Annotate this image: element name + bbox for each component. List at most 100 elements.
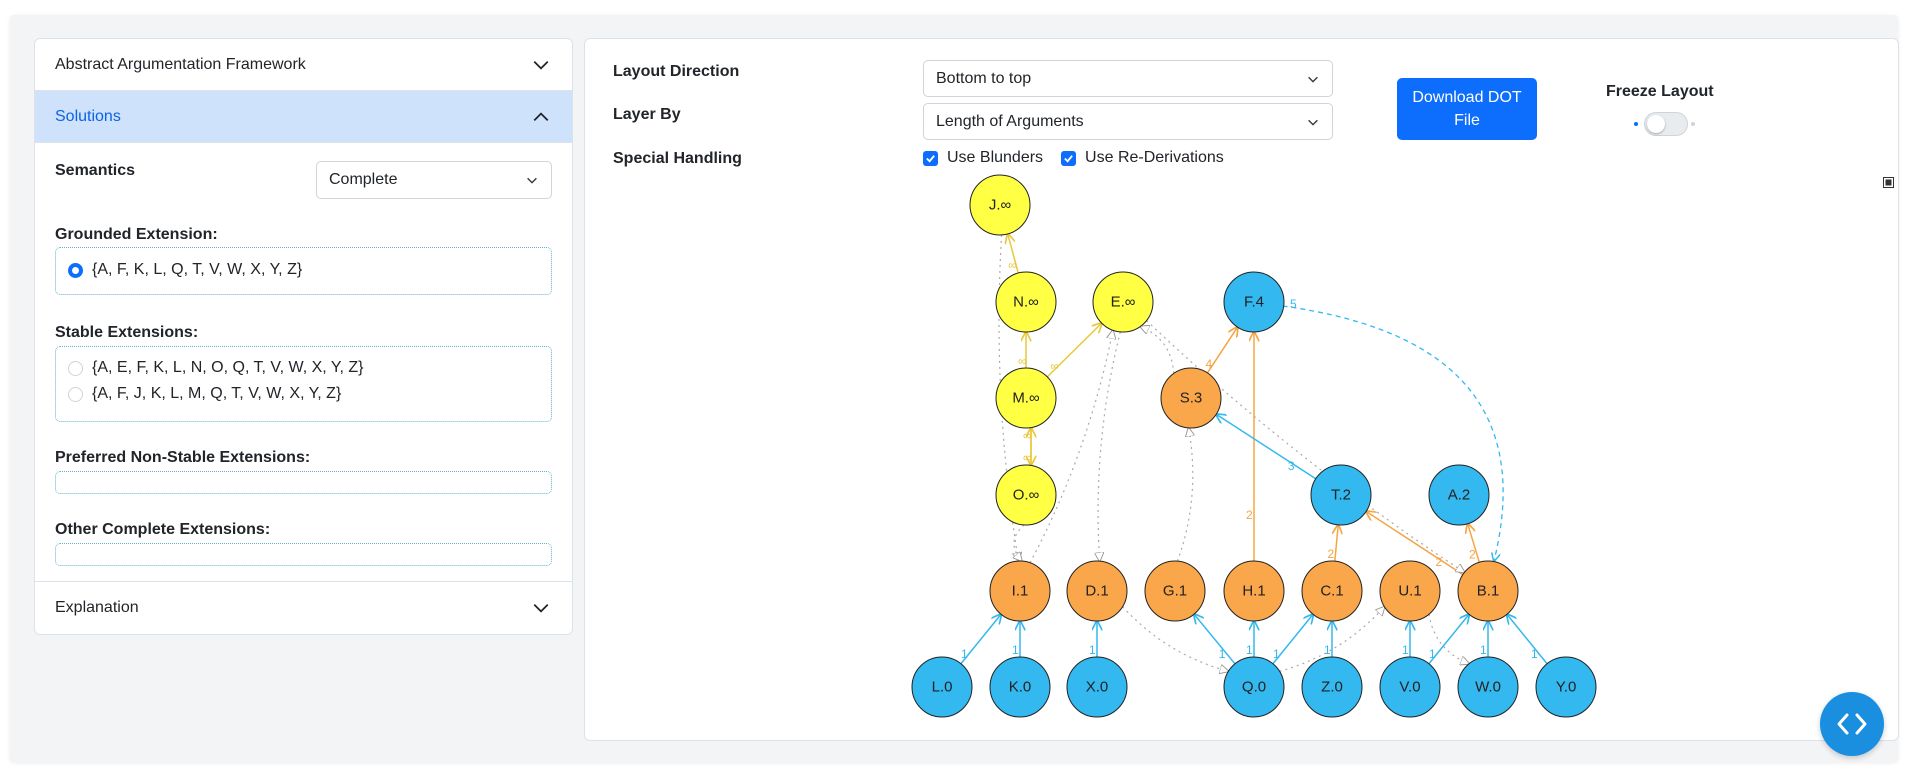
node-K[interactable]: K.0: [989, 656, 1051, 718]
node-label-V: V.0: [1399, 679, 1420, 696]
preferred-extensions-label: Preferred Non-Stable Extensions:: [55, 449, 311, 466]
node-circle-V[interactable]: [1379, 656, 1441, 718]
stable-extensions-label: Stable Extensions:: [55, 324, 199, 341]
node-U[interactable]: U.1: [1379, 560, 1441, 622]
node-A[interactable]: A.2: [1428, 464, 1490, 526]
edge-S-F: [1206, 327, 1237, 374]
download-button-line2: File: [1454, 112, 1480, 129]
node-circle-D[interactable]: [1066, 560, 1128, 622]
code-toggle-button[interactable]: [1820, 692, 1884, 756]
node-J[interactable]: J.∞: [969, 174, 1031, 236]
stable-extension-option-1[interactable]: {A, E, F, K, L, N, O, Q, T, V, W, X, Y, …: [68, 359, 364, 377]
node-O[interactable]: O.∞: [995, 464, 1057, 526]
node-circle-M[interactable]: [995, 367, 1057, 429]
edge-label-F-B: 5: [1290, 297, 1297, 311]
node-circle-Y[interactable]: [1535, 656, 1597, 718]
layer-by-label: Layer By: [613, 106, 681, 123]
node-circle-K[interactable]: [989, 656, 1051, 718]
chevron-down-icon: [533, 603, 549, 613]
node-circle-A[interactable]: [1428, 464, 1490, 526]
chevron-down-icon: [1308, 76, 1318, 83]
node-circle-S[interactable]: [1160, 367, 1222, 429]
node-label-K: K.0: [1009, 679, 1032, 696]
node-D[interactable]: D.1: [1066, 560, 1128, 622]
node-I[interactable]: I.1: [989, 560, 1051, 622]
node-circle-F[interactable]: [1223, 271, 1285, 333]
node-circle-Q[interactable]: [1223, 656, 1285, 718]
node-circle-N[interactable]: [995, 271, 1057, 333]
node-Y[interactable]: Y.0: [1535, 656, 1597, 718]
edge-label-M-N: ∞: [1018, 354, 1027, 368]
accordion-solutions-header[interactable]: Solutions: [35, 91, 572, 143]
checkbox-checked-icon[interactable]: [923, 150, 938, 166]
node-label-C: C.1: [1320, 583, 1343, 600]
node-label-W: W.0: [1475, 679, 1501, 696]
node-circle-J[interactable]: [969, 174, 1031, 236]
edge-U-W: [1428, 614, 1469, 663]
node-circle-O[interactable]: [995, 464, 1057, 526]
node-B[interactable]: B.1: [1457, 560, 1519, 622]
node-circle-U[interactable]: [1379, 560, 1441, 622]
node-circle-L[interactable]: [911, 656, 973, 718]
edge-label-B-T: 2: [1436, 555, 1443, 569]
node-circle-E[interactable]: [1092, 271, 1154, 333]
radio-icon[interactable]: [68, 360, 83, 376]
freeze-layout-toggle[interactable]: [1644, 112, 1688, 136]
node-W[interactable]: W.0: [1457, 656, 1519, 718]
node-circle-H[interactable]: [1223, 560, 1285, 622]
edge-Y-B: [1507, 614, 1548, 665]
node-E[interactable]: E.∞: [1092, 271, 1154, 333]
edge-E-B: [1146, 320, 1465, 573]
node-H[interactable]: H.1: [1223, 560, 1285, 622]
use-rederivations-checkbox[interactable]: Use Re-Derivations: [1061, 149, 1224, 167]
accordion-explanation-header[interactable]: Explanation: [35, 581, 572, 633]
node-V[interactable]: V.0: [1379, 656, 1441, 718]
semantics-label: Semantics: [55, 162, 136, 179]
edge-Q-C: [1272, 614, 1313, 665]
chevron-down-icon: [527, 177, 537, 184]
node-circle-G[interactable]: [1144, 560, 1206, 622]
stable-extension-option-2[interactable]: {A, F, J, K, L, M, Q, T, V, W, X, Y, Z}: [68, 385, 341, 403]
radio-selected-icon[interactable]: [68, 262, 83, 278]
layout-direction-select[interactable]: Bottom to top: [923, 60, 1333, 97]
use-blunders-checkbox[interactable]: Use Blunders: [923, 149, 1043, 167]
node-F[interactable]: F.4: [1223, 271, 1285, 333]
node-circle-B[interactable]: [1457, 560, 1519, 622]
semantics-select[interactable]: Complete: [316, 161, 552, 199]
node-label-X: X.0: [1086, 679, 1109, 696]
checkbox-checked-icon[interactable]: [1061, 150, 1077, 166]
node-label-U: U.1: [1398, 583, 1421, 600]
node-circle-T[interactable]: [1310, 464, 1372, 526]
node-circle-W[interactable]: [1457, 656, 1519, 718]
node-circle-X[interactable]: [1066, 656, 1128, 718]
node-Z[interactable]: Z.0: [1301, 656, 1363, 718]
node-C[interactable]: C.1: [1301, 560, 1363, 622]
node-circle-C[interactable]: [1301, 560, 1363, 622]
node-S[interactable]: S.3: [1160, 367, 1222, 429]
accordion-solutions-label: Solutions: [55, 107, 121, 125]
accordion-framework-header[interactable]: Abstract Argumentation Framework: [35, 39, 572, 91]
node-G[interactable]: G.1: [1144, 560, 1206, 622]
edge-label-S-F: 4: [1205, 357, 1212, 371]
node-M[interactable]: M.∞: [995, 367, 1057, 429]
node-circle-Z[interactable]: [1301, 656, 1363, 718]
node-N[interactable]: N.∞: [995, 271, 1057, 333]
node-T[interactable]: T.2: [1310, 464, 1372, 526]
expand-icon[interactable]: [1883, 177, 1894, 188]
edge-L-I: [960, 614, 1001, 665]
node-label-B: B.1: [1477, 583, 1500, 600]
node-L[interactable]: L.0: [911, 656, 973, 718]
node-Q[interactable]: Q.0: [1223, 656, 1285, 718]
node-label-H: H.1: [1242, 583, 1265, 600]
node-X[interactable]: X.0: [1066, 656, 1128, 718]
node-circle-I[interactable]: [989, 560, 1051, 622]
toggle-dot-icon: [1634, 122, 1638, 126]
edge-label-M-O: ∞: [1023, 428, 1032, 442]
grounded-extension-option[interactable]: {A, F, K, L, Q, T, V, W, X, Y, Z}: [68, 261, 302, 279]
radio-icon[interactable]: [68, 386, 83, 402]
layer-by-select[interactable]: Length of Arguments: [923, 103, 1333, 140]
